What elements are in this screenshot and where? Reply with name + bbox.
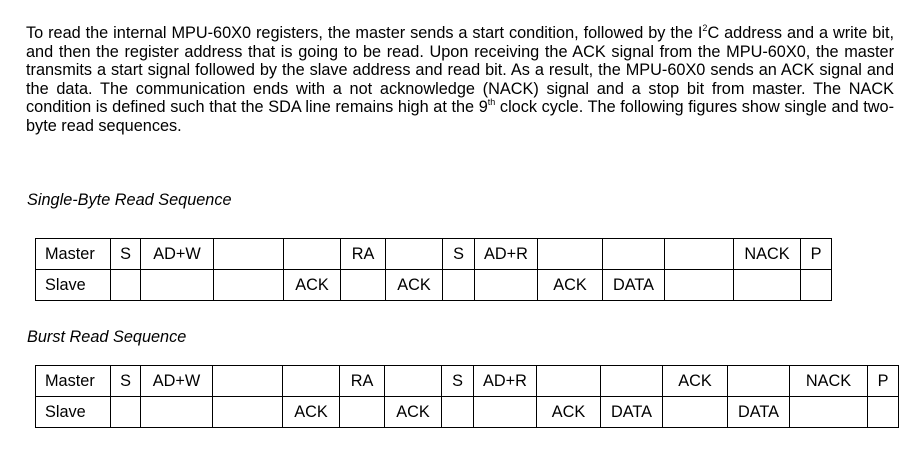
master-label: Master: [35, 365, 111, 397]
seq-cell: AD+R: [474, 238, 538, 270]
seq-cell: RA: [340, 238, 386, 270]
seq-cell: [384, 365, 442, 397]
burst-slave-row: Slave ACK ACK ACK DATA DATA: [35, 396, 899, 428]
single-byte-sequence-table: Master S AD+W RA S AD+R NACK P Slave ACK…: [35, 238, 832, 301]
seq-cell: P: [800, 238, 832, 270]
seq-cell: ACK: [537, 269, 603, 301]
intro-part-1: To read the internal MPU-60X0 registers,…: [26, 24, 703, 42]
seq-cell: DATA: [727, 396, 790, 428]
burst-master-row: Master S AD+W RA S AD+R ACK NACK P: [35, 365, 899, 397]
seq-cell: [110, 269, 141, 301]
seq-cell: [600, 365, 663, 397]
seq-cell: NACK: [733, 238, 801, 270]
burst-sequence-table: Master S AD+W RA S AD+R ACK NACK P Slave…: [35, 365, 899, 428]
seq-cell: S: [110, 238, 141, 270]
seq-cell: [140, 396, 213, 428]
i2c-superscript: 2: [702, 23, 708, 33]
seq-cell: S: [110, 365, 141, 397]
seq-cell: [664, 269, 734, 301]
seq-cell: [662, 396, 728, 428]
seq-cell: ACK: [283, 269, 341, 301]
seq-cell: [474, 269, 538, 301]
seq-cell: [140, 269, 214, 301]
single-byte-heading: Single-Byte Read Sequence: [27, 191, 232, 209]
seq-cell: [340, 269, 386, 301]
seq-cell: [282, 365, 340, 397]
seq-cell: [473, 396, 537, 428]
seq-cell: [283, 238, 341, 270]
seq-cell: [727, 365, 790, 397]
seq-cell: [733, 269, 801, 301]
intro-part-2: C address and a write bit, and then the …: [26, 24, 894, 116]
seq-cell: ACK: [536, 396, 601, 428]
seq-cell: [602, 238, 665, 270]
seq-cell: S: [442, 238, 475, 270]
seq-cell: S: [441, 365, 474, 397]
seq-cell: NACK: [789, 365, 868, 397]
seq-cell: [385, 238, 443, 270]
seq-cell: P: [867, 365, 899, 397]
seq-cell: AD+W: [140, 238, 214, 270]
seq-cell: ACK: [385, 269, 443, 301]
seq-cell: [800, 269, 832, 301]
seq-cell: DATA: [600, 396, 663, 428]
single-master-row: Master S AD+W RA S AD+R NACK P: [35, 238, 832, 270]
seq-cell: AD+R: [473, 365, 537, 397]
intro-part-3: clock cycle. The following figures show …: [26, 98, 895, 135]
seq-cell: [212, 396, 283, 428]
single-slave-row: Slave ACK ACK ACK DATA: [35, 269, 832, 301]
master-label: Master: [35, 238, 111, 270]
seq-cell: [441, 396, 474, 428]
seq-cell: DATA: [602, 269, 665, 301]
seq-cell: [110, 396, 141, 428]
seq-cell: [212, 365, 283, 397]
burst-heading: Burst Read Sequence: [27, 328, 187, 346]
slave-label: Slave: [35, 269, 111, 301]
seq-cell: ACK: [282, 396, 340, 428]
seq-cell: AD+W: [140, 365, 213, 397]
seq-cell: [213, 238, 284, 270]
seq-cell: ACK: [662, 365, 728, 397]
seq-cell: [537, 238, 603, 270]
seq-cell: [442, 269, 475, 301]
intro-paragraph: To read the internal MPU-60X0 registers,…: [26, 24, 894, 135]
seq-cell: RA: [339, 365, 385, 397]
seq-cell: [664, 238, 734, 270]
seq-cell: [536, 365, 601, 397]
slave-label: Slave: [35, 396, 111, 428]
ninth-superscript: th: [487, 97, 496, 107]
seq-cell: [213, 269, 284, 301]
seq-cell: ACK: [384, 396, 442, 428]
seq-cell: [339, 396, 385, 428]
seq-cell: [789, 396, 868, 428]
seq-cell: [867, 396, 899, 428]
